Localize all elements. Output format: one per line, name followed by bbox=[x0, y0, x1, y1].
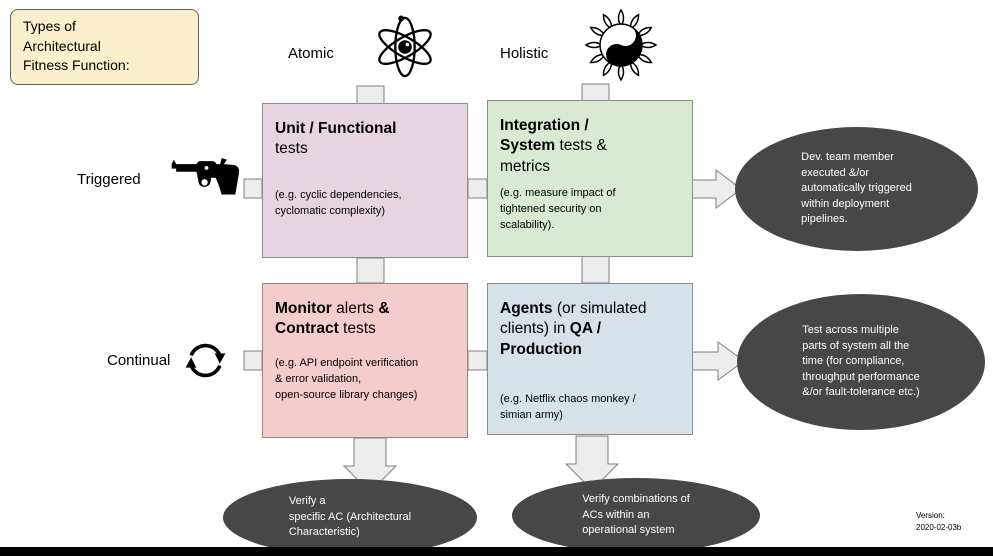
flow-arrow-right-middle bbox=[691, 341, 745, 381]
connector-stub bbox=[356, 257, 385, 284]
cell-description: (e.g. cyclic dependencies, cyclomatic co… bbox=[275, 188, 402, 217]
callout-verify-specific-ac: Verify a specific AC (Architectural Char… bbox=[223, 479, 477, 556]
cell-monitor-contract-tests: Monitor alerts & Contract tests (e.g. AP… bbox=[262, 283, 468, 438]
connector-stub bbox=[243, 350, 263, 371]
connector-stub bbox=[467, 178, 488, 199]
connector-stub bbox=[581, 255, 610, 284]
version-label: Version: 2020-02-03b bbox=[916, 511, 962, 532]
callout-verify-combinations: Verify combinations of ACs within an ope… bbox=[512, 478, 760, 553]
callout-continual-result: Test across multiple parts of system all… bbox=[737, 294, 985, 430]
revolver-icon bbox=[170, 152, 246, 204]
legend-title-box: Types of Architectural Fitness Function: bbox=[10, 9, 199, 85]
cell-agents-qa-production: Agents (or simulated clients) in QA / Pr… bbox=[487, 283, 693, 435]
flow-arrow-right-top bbox=[691, 168, 742, 210]
connector-stub bbox=[356, 85, 385, 105]
row-label-continual: Continual bbox=[107, 352, 171, 369]
cell-title: Agents (or simulated clients) in QA / Pr… bbox=[500, 300, 647, 358]
callout-triggered-result: Dev. team member executed &/or automatic… bbox=[735, 127, 978, 251]
connector-stub bbox=[243, 178, 263, 199]
flow-arrow-down-left bbox=[342, 437, 398, 493]
column-label-holistic: Holistic bbox=[500, 45, 549, 62]
row-label-triggered: Triggered bbox=[77, 171, 141, 188]
cell-title: Monitor alerts & Contract tests bbox=[275, 300, 390, 338]
callout-text: Verify a specific AC (Architectural Char… bbox=[288, 495, 412, 539]
callout-text: Verify combinations of ACs within an ope… bbox=[582, 493, 690, 537]
cell-integration-system-tests: Integration / System tests & metrics (e.… bbox=[487, 100, 693, 257]
connector-stub bbox=[467, 350, 488, 371]
flow-arrow-down-right bbox=[564, 435, 620, 491]
column-label-atomic: Atomic bbox=[288, 45, 334, 62]
cycle-arrows-icon bbox=[183, 338, 228, 388]
cell-description: (e.g. measure impact of tightened securi… bbox=[500, 187, 616, 232]
yin-yang-lotus-icon bbox=[584, 8, 658, 87]
cell-description: (e.g. Netflix chaos monkey / simian army… bbox=[500, 393, 636, 422]
cell-title: Unit / Functional tests bbox=[275, 120, 397, 158]
cell-description: (e.g. API endpoint verification & error … bbox=[275, 356, 419, 401]
atom-icon bbox=[374, 14, 436, 85]
bottom-bar bbox=[0, 547, 993, 556]
callout-text: Dev. team member executed &/or automatic… bbox=[801, 150, 912, 226]
callout-text: Test across multiple parts of system all… bbox=[802, 323, 920, 399]
cell-unit-functional-tests: Unit / Functional tests (e.g. cyclic dep… bbox=[262, 103, 468, 258]
cell-title: Integration / System tests & metrics bbox=[500, 117, 607, 175]
